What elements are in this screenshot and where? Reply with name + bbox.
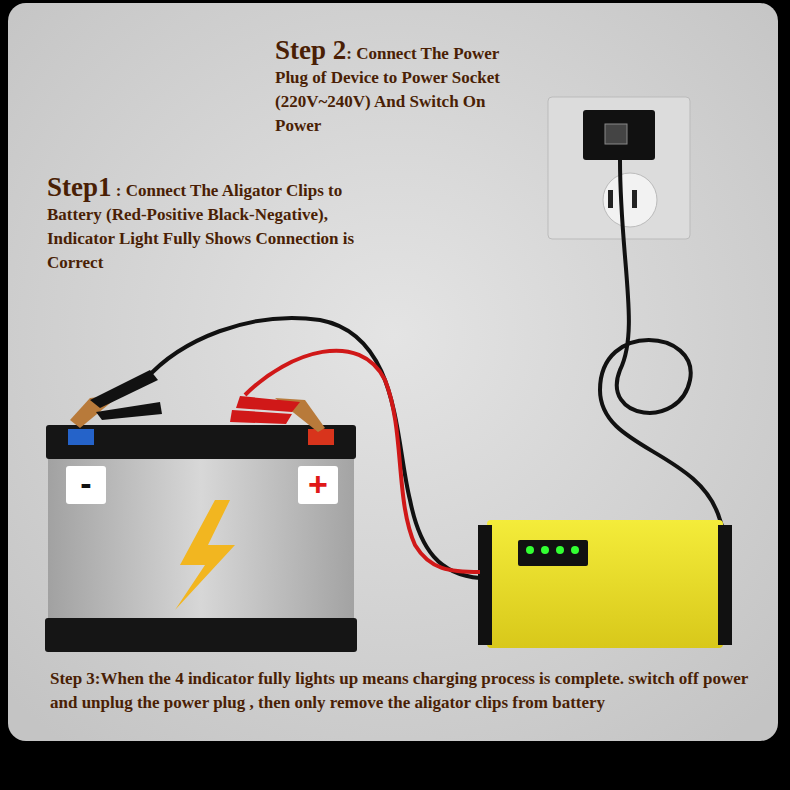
step-body: Step 3:When the 4 indicator fully lights…	[50, 669, 748, 712]
polarity-sign: -	[68, 466, 104, 500]
led-panel	[518, 540, 588, 566]
panel	[8, 3, 778, 741]
power-cable	[600, 160, 730, 578]
lightning-bolt	[175, 500, 235, 610]
power-plug	[583, 110, 655, 160]
battery	[48, 455, 354, 630]
charger	[487, 520, 723, 648]
black-wire	[145, 318, 480, 578]
step-heading: Step 2	[275, 35, 346, 65]
step-text: Step 3:When the 4 indicator fully lights…	[50, 667, 765, 715]
red-wire	[245, 351, 480, 572]
step-text: Step1 : Connect The Aligator Clips to Ba…	[47, 175, 387, 275]
polarity-sign: +	[300, 467, 336, 501]
red-clip	[230, 396, 325, 432]
step-text: Step 2: Connect The Power Plug of Device…	[275, 38, 507, 138]
black-clip	[70, 370, 162, 428]
step-heading: Step1	[47, 172, 112, 202]
outlet	[603, 173, 657, 227]
